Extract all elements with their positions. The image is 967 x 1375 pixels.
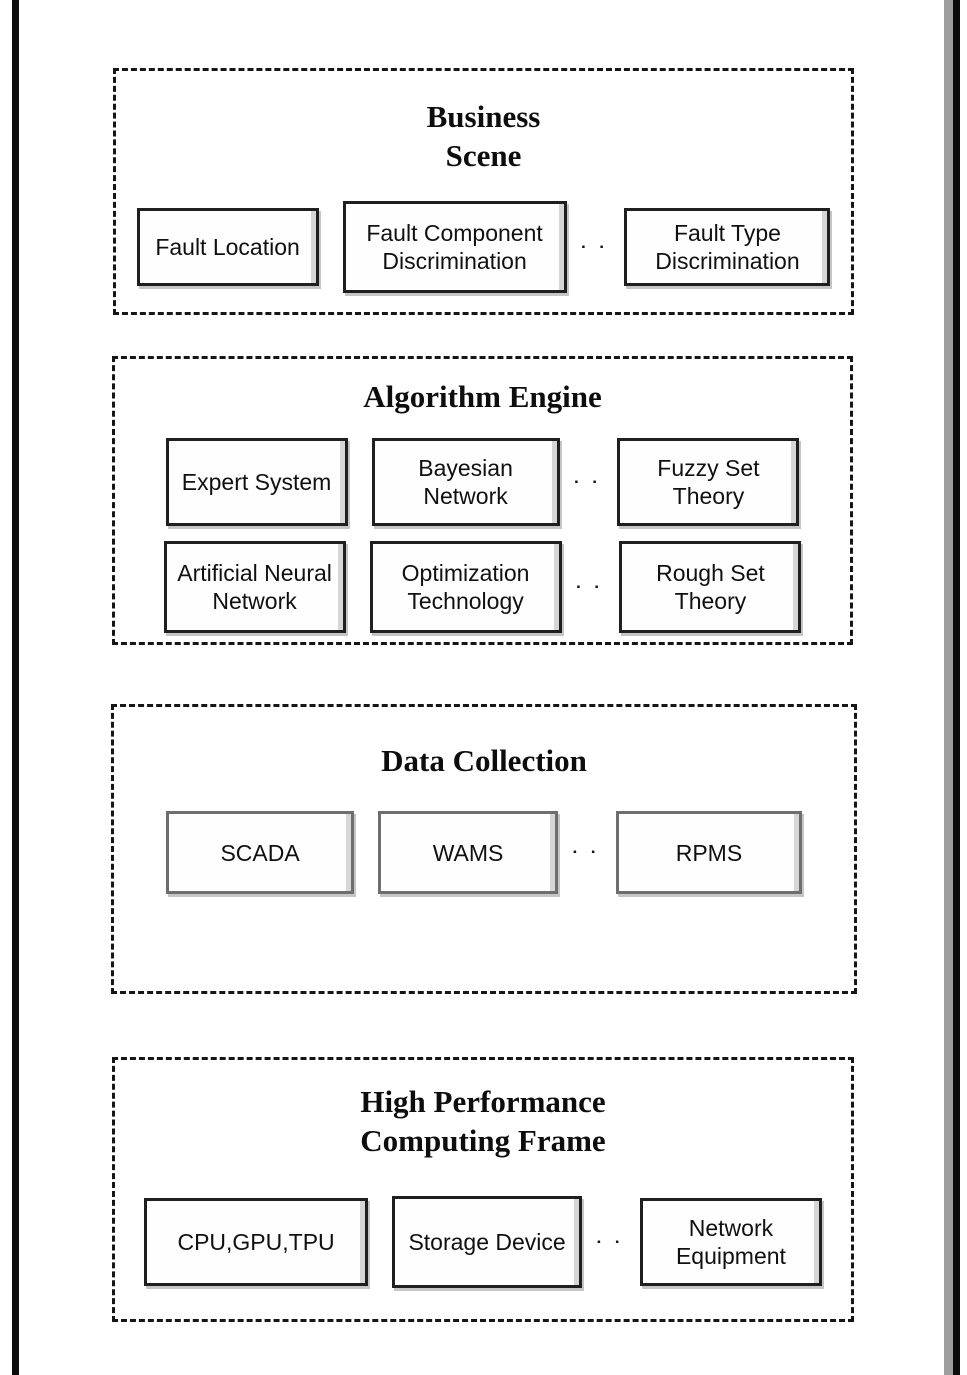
box-network-equipment: Network Equipment: [639, 1198, 822, 1287]
box-storage-device: Storage Device: [392, 1196, 583, 1289]
title-line: Scene: [445, 138, 522, 174]
box-wams: WAMS: [378, 811, 559, 895]
box-cpu-gpu-tpu: CPU,GPU,TPU: [144, 1198, 369, 1287]
page-left-border: [12, 0, 19, 1375]
box-fault-component-discrimination: Fault Component Discrimination: [342, 201, 567, 294]
ellipsis-dots-icon: ▪ ▪: [573, 847, 601, 859]
section-high-performance-computing-frame: High Performance Computing Frame CPU,GPU…: [112, 1057, 854, 1322]
title-line: High Performance: [360, 1084, 606, 1119]
business-scene-box-row: Fault Location Fault Component Discrimin…: [116, 201, 851, 294]
section-data-collection: Data Collection SCADA WAMS ▪ ▪ RPMS: [111, 704, 857, 994]
hpc-frame-box-row: CPU,GPU,TPU Storage Device ▪ ▪ Network E…: [115, 1196, 851, 1289]
box-fault-type-discrimination: Fault Type Discrimination: [624, 208, 831, 287]
algorithm-engine-box-row-1: Expert System Bayesian Network ▪ ▪ Fuzzy…: [115, 438, 850, 527]
box-fault-location: Fault Location: [136, 208, 319, 287]
ellipsis-dots-icon: ▪ ▪: [597, 1236, 625, 1248]
page-right-border-gray: [944, 0, 953, 1375]
section-title-data-collection: Data Collection: [114, 741, 854, 780]
box-rpms: RPMS: [615, 811, 802, 895]
box-bayesian-network: Bayesian Network: [371, 438, 560, 527]
ellipsis-dots-icon: ▪ ▪: [574, 476, 603, 488]
box-artificial-neural-network: Artificial Neural Network: [163, 541, 346, 634]
title-line: Business: [426, 99, 541, 134]
section-business-scene: Business Scene Fault Location Fault Comp…: [113, 68, 854, 315]
title-line: Algorithm Engine: [363, 379, 602, 414]
ellipsis-dots-icon: ▪ ▪: [576, 581, 605, 593]
page-right-border-black: [953, 0, 960, 1375]
box-fuzzy-set-theory: Fuzzy Set Theory: [617, 438, 800, 527]
box-optimization-technology: Optimization Technology: [369, 541, 562, 634]
box-rough-set-theory: Rough Set Theory: [619, 541, 802, 634]
title-line: Data Collection: [381, 743, 587, 778]
data-collection-box-row: SCADA WAMS ▪ ▪ RPMS: [114, 811, 854, 895]
box-expert-system: Expert System: [165, 438, 348, 527]
section-title-business-scene: Business Scene: [116, 97, 851, 175]
ellipsis-dots-icon: ▪ ▪: [581, 241, 610, 253]
section-title-hpc-frame: High Performance Computing Frame: [115, 1082, 851, 1160]
section-title-algorithm-engine: Algorithm Engine: [115, 377, 850, 416]
box-scada: SCADA: [166, 811, 355, 895]
title-line: Computing Frame: [360, 1123, 606, 1159]
algorithm-engine-box-row-2: Artificial Neural Network Optimization T…: [115, 541, 850, 634]
section-algorithm-engine: Algorithm Engine Expert System Bayesian …: [112, 356, 853, 645]
